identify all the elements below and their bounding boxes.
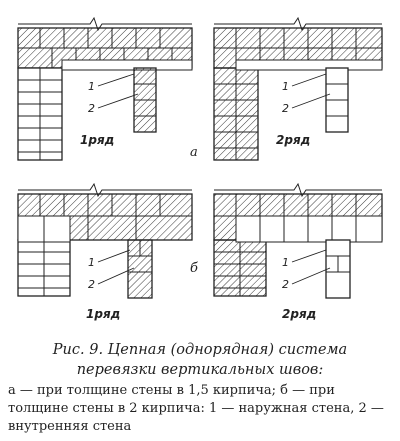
- caption-text: а — при толщине стены в 1,5 кирпича; б —…: [8, 383, 384, 434]
- figure-caption: Рис. 9. Цепная (однорядная) система пере…: [8, 340, 392, 436]
- callout-1: 1: [88, 256, 95, 269]
- masonry-bonding-figure: 1 2 1ряд 1 2 2ряд а: [17, 16, 383, 321]
- diagram-a-row1: 1 2 1ряд: [17, 16, 193, 161]
- row-label: 2ряд: [276, 133, 310, 147]
- section-label: а: [190, 145, 198, 160]
- callout-2: 2: [282, 278, 289, 291]
- row-label: 2ряд: [282, 307, 316, 321]
- callout-1: 1: [282, 80, 289, 93]
- callout-2: 2: [88, 102, 95, 115]
- diagram-b-row1: 1 2 1ряд: [17, 182, 193, 321]
- callout-2: 2: [282, 102, 289, 115]
- callout-1: 1: [282, 256, 289, 269]
- row-label: 1ряд: [80, 133, 114, 147]
- section-label: б: [190, 261, 198, 276]
- diagram-a-row2: 1 2 2ряд а: [190, 16, 383, 161]
- diagram-b-row2: 1 2 2ряд б: [190, 182, 383, 321]
- row-label: 1ряд: [86, 307, 120, 321]
- callout-2: 2: [88, 278, 95, 291]
- caption-title: Рис. 9. Цепная (однорядная) система пере…: [52, 342, 348, 378]
- callout-1: 1: [88, 80, 95, 93]
